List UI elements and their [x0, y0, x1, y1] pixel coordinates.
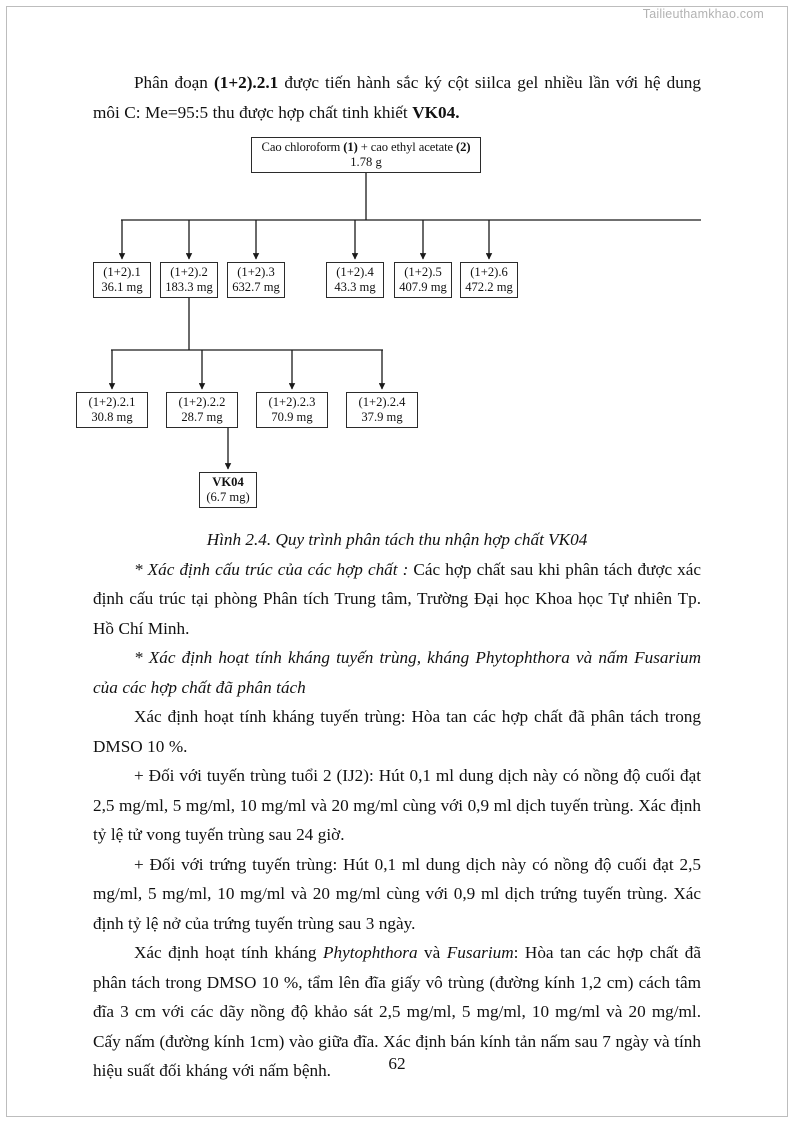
node-mass: 70.9 mg — [271, 410, 313, 424]
node-mass: (6.7 mg) — [206, 490, 250, 504]
node-label: (1+2).3 — [237, 265, 275, 279]
page-number: 62 — [388, 1054, 406, 1073]
fungal-activity-paragraph: Xác định hoạt tính kháng Phytophthora và… — [93, 938, 701, 1086]
diagram-node-l2-1: (1+2).2.1 30.8 mg — [76, 392, 148, 428]
intro-compound-label: VK04. — [412, 102, 460, 122]
node-mass: 472.2 mg — [465, 280, 513, 294]
diagram-node-root-line1: Cao chloroform (1) + cao ethyl acetate (… — [252, 140, 480, 155]
node-label: (1+2).5 — [404, 265, 442, 279]
node-label: (1+2).2.1 — [88, 395, 136, 409]
root-label-1: (1) — [343, 140, 358, 154]
node-label: (1+2).2.2 — [178, 395, 226, 409]
node-label: (1+2).1 — [103, 265, 141, 279]
node-label: (1+2).6 — [470, 265, 508, 279]
diagram-node-l2-3: (1+2).2.3 70.9 mg — [256, 392, 328, 428]
flow-diagram-connectors — [108, 173, 701, 470]
node-label: (1+2).2 — [170, 265, 208, 279]
figure-caption: Hình 2.4. Quy trình phân tách thu nhận h… — [206, 530, 588, 549]
root-text-pre: Cao chloroform — [261, 140, 344, 154]
node-mass: 183.3 mg — [165, 280, 213, 294]
fungal-text-b: và — [417, 943, 447, 962]
diagram-node-l2-2: (1+2).2.2 28.7 mg — [166, 392, 238, 428]
node-label: (1+2).2.3 — [268, 395, 316, 409]
structure-determination-paragraph: * Xác định cấu trúc của các hợp chất : C… — [93, 555, 701, 644]
structure-text: Các hợp chất sau khi phân tách được xác … — [93, 559, 701, 638]
nematode-activity-paragraph: Xác định hoạt tính kháng tuyến trùng: Hò… — [93, 707, 701, 756]
intro-text-b: được tiến hành sắc ký cột siilca gel nhi… — [93, 73, 701, 122]
diagram-node-root-mass: 1.78 g — [350, 155, 382, 169]
structure-heading: * Xác định cấu trúc của các hợp chất : — [134, 559, 409, 579]
diagram-node-l1-6: (1+2).6 472.2 mg — [460, 262, 518, 298]
diagram-node-vk04: VK04 (6.7 mg) — [199, 472, 257, 508]
node-mass: 632.7 mg — [232, 280, 280, 294]
intro-paragraph: Phân đoạn (1+2).2.1 được tiến hành sắc k… — [93, 68, 701, 127]
diagram-node-l1-1: (1+2).1 36.1 mg — [93, 262, 151, 298]
root-label-2: (2) — [456, 140, 471, 154]
flow-diagram: Cao chloroform (1) + cao ethyl acetate (… — [76, 135, 701, 521]
node-mass: 43.3 mg — [334, 280, 376, 294]
watermark: Tailieuthamkhao.com — [642, 7, 764, 21]
node-mass: 407.9 mg — [399, 280, 447, 294]
ij2-paragraph: + Đối với tuyến trùng tuổi 2 (IJ2): Hút … — [93, 766, 701, 844]
node-mass: 36.1 mg — [101, 280, 143, 294]
diagram-node-l1-2: (1+2).2 183.3 mg — [160, 262, 218, 298]
intro-fraction-label: (1+2).2.1 — [214, 73, 279, 92]
node-mass: 28.7 mg — [181, 410, 223, 424]
fungal-text-c: : Hòa tan các hợp chất đã phân tách tron… — [93, 943, 702, 1080]
node-label: VK04 — [212, 475, 244, 489]
diagram-node-l1-4: (1+2).4 43.3 mg — [326, 262, 384, 298]
diagram-node-l1-3: (1+2).3 632.7 mg — [227, 262, 285, 298]
node-mass: 30.8 mg — [91, 410, 133, 424]
diagram-node-root: Cao chloroform (1) + cao ethyl acetate (… — [251, 137, 481, 173]
node-label: (1+2).4 — [336, 265, 374, 279]
root-text-mid: + cao ethyl acetate — [357, 140, 457, 154]
fusarium-name: Fusarium — [446, 943, 514, 962]
node-label: (1+2).2.4 — [358, 395, 406, 409]
intro-text-a: Phân đoạn — [134, 73, 214, 92]
diagram-node-l2-4: (1+2).2.4 37.9 mg — [346, 392, 418, 428]
node-mass: 37.9 mg — [361, 410, 403, 424]
diagram-node-l1-5: (1+2).5 407.9 mg — [394, 262, 452, 298]
phytophthora-name: Phytophthora — [323, 943, 418, 962]
egg-paragraph: + Đối với trứng tuyến trùng: Hút 0,1 ml … — [93, 854, 701, 933]
fungal-text-a: Xác định hoạt tính kháng — [134, 943, 324, 962]
activity-heading-paragraph: * Xác định hoạt tính kháng tuyến trùng, … — [93, 648, 701, 697]
page-content: Phân đoạn (1+2).2.1 được tiến hành sắc k… — [76, 68, 701, 1086]
